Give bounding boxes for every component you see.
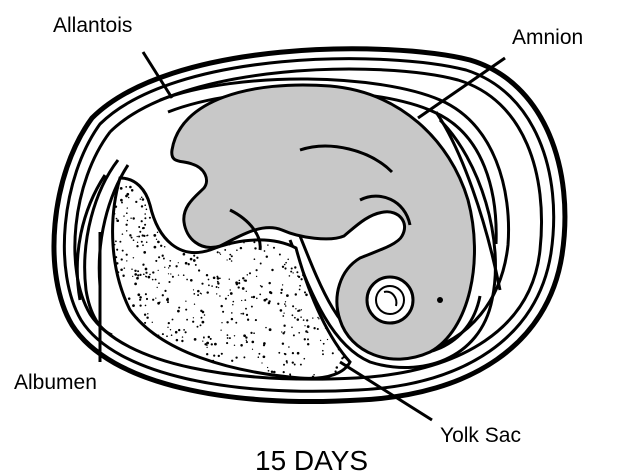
- embryo-eye: [367, 277, 413, 323]
- label-amnion: Amnion: [512, 26, 583, 49]
- label-albumen: Albumen: [14, 371, 97, 394]
- diagram-caption: 15 DAYS: [255, 445, 368, 475]
- amnion-pointer: [418, 58, 505, 118]
- label-allantois: Allantois: [53, 14, 132, 37]
- label-yolk-sac: Yolk Sac: [440, 424, 521, 447]
